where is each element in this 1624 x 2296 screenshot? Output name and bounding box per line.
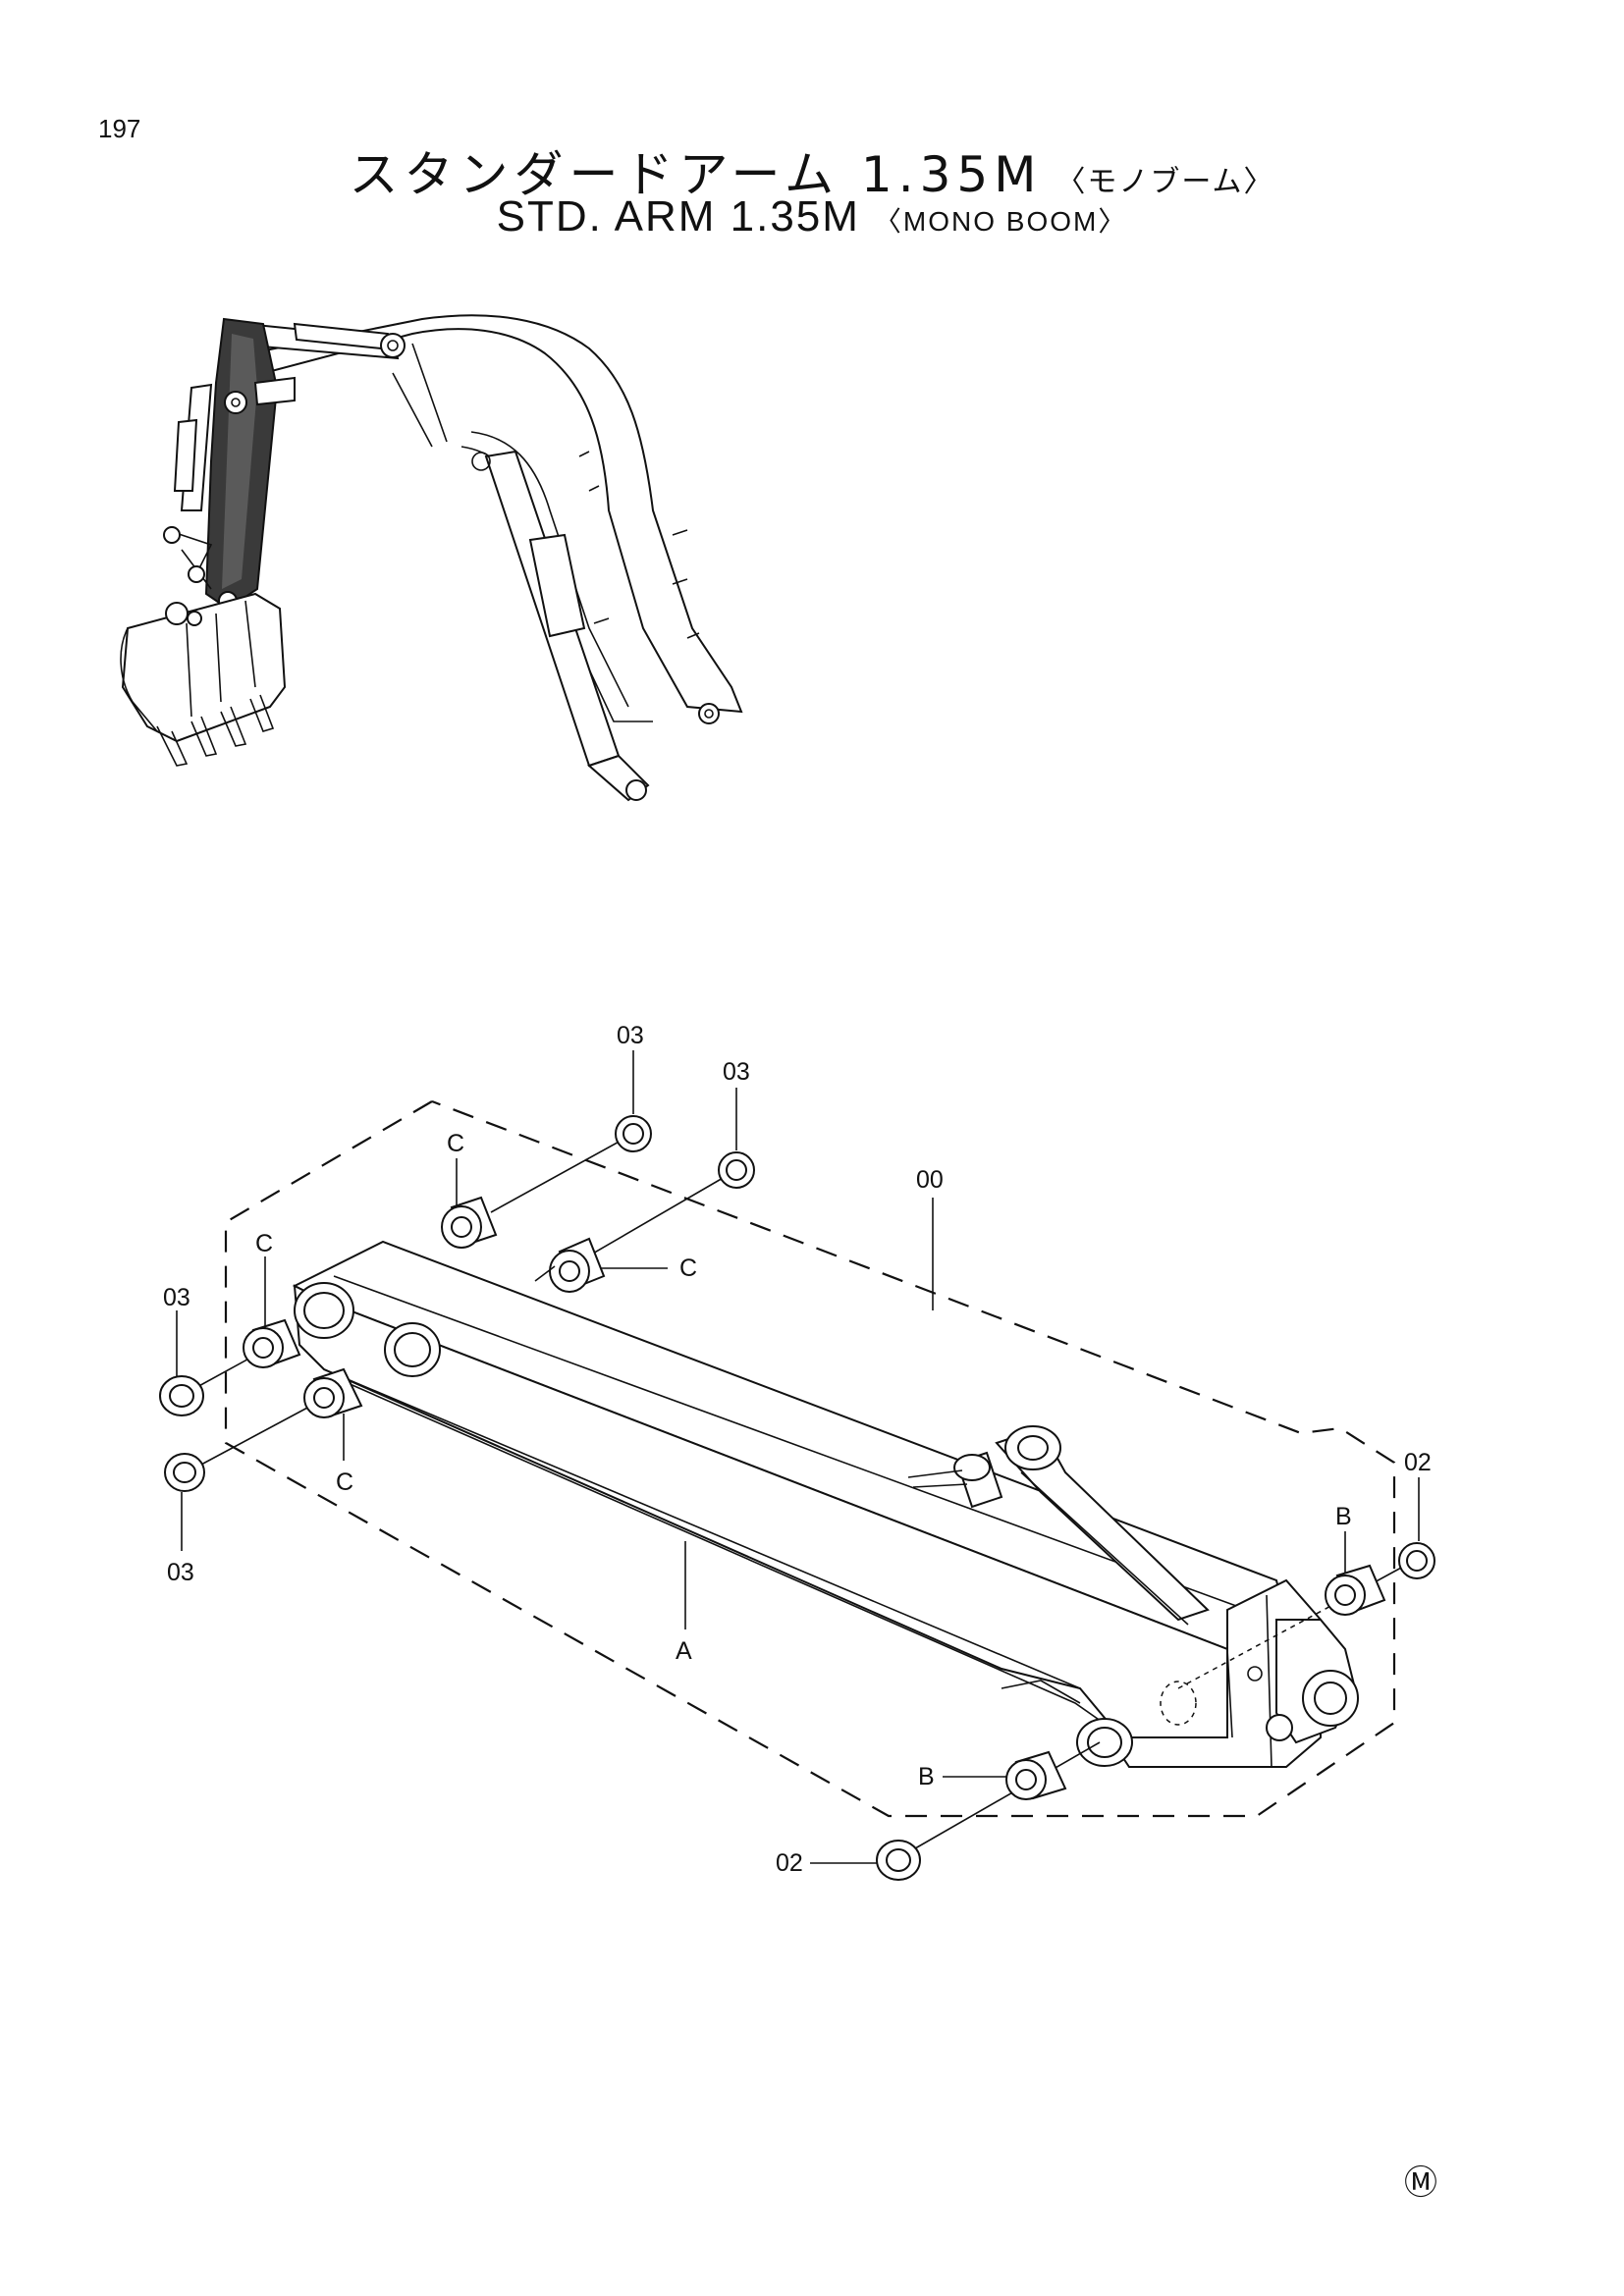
title-en-sub: 〈MONO BOOM〉 — [873, 206, 1128, 237]
callout-03-left-top: 03 — [163, 1284, 190, 1311]
title-jp-main: スタンダードアーム 1.35M — [349, 146, 1043, 203]
callout-C-upper-right: C — [679, 1255, 697, 1282]
maker-mark-symbol: Ⓜ — [1404, 2163, 1437, 2203]
callout-C-upper-left: C — [447, 1130, 464, 1157]
title-en-main: STD. ARM 1.35M — [496, 192, 860, 240]
callout-C-left-bottom: C — [336, 1468, 353, 1496]
arm-assembly-exploded-view: 03 03 00 C C C 03 C 03 A B 02 B 02 — [159, 1022, 1435, 1881]
callout-03-top-right: 03 — [723, 1058, 750, 1086]
page-number: 197 — [98, 114, 141, 143]
excavator-attachment-illustration — [120, 314, 743, 802]
callout-02-right: 02 — [1404, 1449, 1432, 1476]
arm-body-A — [292, 1240, 1359, 1768]
callout-B-bottom: B — [918, 1763, 935, 1790]
title-japanese: スタンダードアーム 1.35M 〈モノブーム〉 — [0, 135, 1624, 206]
callout-C-left-top: C — [255, 1230, 273, 1257]
callout-00-assembly: 00 — [916, 1166, 944, 1194]
maker-mark: Ⓜ — [1404, 2156, 1624, 2204]
callout-03-left-bottom: 03 — [167, 1559, 194, 1586]
callout-A-arm: A — [676, 1637, 692, 1665]
callout-B-right: B — [1335, 1503, 1352, 1530]
callout-03-top-left: 03 — [617, 1022, 644, 1049]
assembly-boundary — [224, 1099, 1396, 1818]
title-jp-sub: 〈モノブーム〉 — [1056, 165, 1275, 199]
callout-02-bottom: 02 — [776, 1849, 803, 1877]
title-english: STD. ARM 1.35M 〈MONO BOOM〉 — [0, 192, 1624, 241]
